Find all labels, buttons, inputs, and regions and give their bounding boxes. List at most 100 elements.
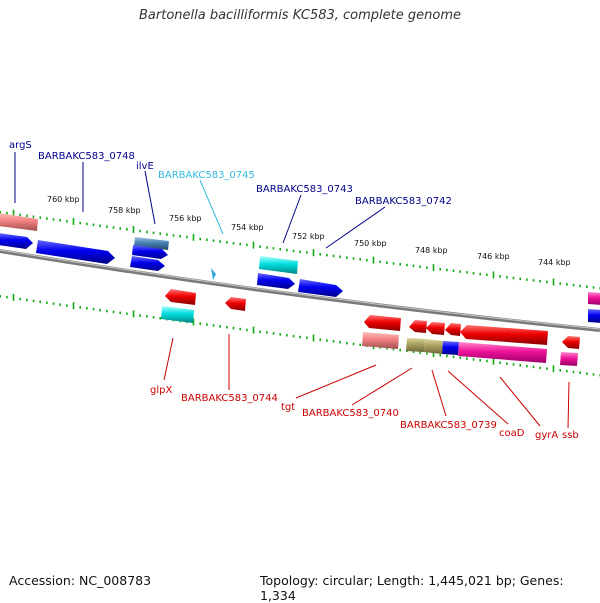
major-tick [432,264,435,272]
minor-tick [439,353,441,357]
gene-label-argS[interactable]: argS [9,140,32,151]
minor-tick [139,229,141,233]
major-tick [372,256,375,264]
gene-ssb[interactable] [562,336,580,349]
minor-tick [386,347,388,350]
minor-tick [319,338,321,341]
gene-label-BARBAKC583-0743[interactable]: BARBAKC583_0743 [256,184,353,195]
minor-tick [86,222,88,226]
gene-BARBAKC583-0742[interactable] [298,279,343,297]
gene-label-glpX[interactable]: glpX [150,385,172,396]
minor-tick [352,257,355,260]
gene-label-ssb[interactable]: ssb [562,430,579,441]
minor-tick [332,340,335,343]
gene-BARBAKC583-0743b[interactable] [257,273,295,289]
minor-tick [66,304,68,307]
minor-tick [592,286,595,289]
minor-tick [546,280,548,284]
gene-BARBAKC583-0739-olive[interactable] [424,339,443,354]
gene-BARBAKC583-0740[interactable] [409,320,427,333]
minor-tick [532,365,535,369]
gene-ssb-magenta[interactable] [560,352,578,366]
minor-tick [279,333,281,336]
major-tick [252,241,255,249]
gene-tgt-lower[interactable] [362,332,399,349]
minor-tick [272,332,275,335]
minor-tick [259,245,261,248]
gene-label-tgt[interactable]: tgt [281,402,295,413]
gene-tgt[interactable] [364,315,401,331]
gene-coaD-blue[interactable] [442,341,459,355]
gene-ssb-forward[interactable] [588,309,600,323]
gene-ilvE-lower[interactable] [130,256,165,271]
major-tick [552,365,555,373]
minor-tick [559,282,561,285]
gene-BARBAKC583-0740-olive[interactable] [406,338,425,352]
gene-BARBAKC583-0745[interactable] [211,268,216,280]
minor-tick [212,239,215,242]
minor-tick [199,322,201,325]
minor-tick [526,364,528,368]
gene-coaD[interactable] [445,323,461,336]
minor-tick [19,297,21,301]
minor-tick [266,246,268,249]
minor-tick [106,309,108,313]
gene-gyrA[interactable] [460,325,548,345]
scale-label: 754 kbp [231,223,264,232]
minor-tick [159,232,161,235]
minor-tick [159,317,161,320]
minor-tick [386,261,388,264]
minor-tick [246,328,248,332]
minor-tick [239,327,241,331]
minor-tick [46,301,48,304]
minor-tick [0,211,1,214]
gene-glpX[interactable] [165,289,196,305]
minor-tick [532,279,535,282]
minor-tick [212,324,215,327]
gene-argS-upper[interactable] [0,213,38,231]
minor-tick [52,302,55,305]
minor-tick [146,230,148,234]
gene-BARBAKC583-0748[interactable] [36,240,115,264]
minor-tick [0,295,1,298]
scale-label: 758 kbp [108,206,141,215]
minor-tick [539,279,541,283]
gene-ilvE[interactable] [132,245,168,259]
genome-title: Bartonella bacilliformis KC583, complete… [139,8,461,23]
gene-ssb-forward-top[interactable] [588,292,600,305]
gene-BARBAKC583-0743[interactable] [259,256,298,274]
gene-label-BARBAKC583-0739[interactable]: BARBAKC583_0739 [400,420,497,431]
minor-tick [232,326,235,330]
minor-tick [326,339,328,342]
gene-gyrA-magenta[interactable] [458,342,547,363]
major-tick [252,326,255,334]
minor-tick [186,235,188,239]
gene-label-BARBAKC583-0745[interactable]: BARBAKC583_0745 [158,170,255,181]
minor-tick [199,237,201,241]
gene-label-gyrA[interactable]: gyrA [535,430,558,441]
gene-BARBAKC583-0739[interactable] [426,322,445,335]
gene-BARBAKC583-0744[interactable] [225,297,246,311]
gene-argS[interactable] [0,233,33,249]
minor-tick [359,258,361,261]
minor-tick [426,352,428,355]
minor-tick [319,253,321,256]
gene-glpX-lower[interactable] [161,306,194,323]
minor-tick [79,306,81,309]
scale-labels: 760 kbp 758 kbp 756 kbp 754 kbp 752 kbp … [47,195,571,267]
gene-label-BARBAKC583-0740[interactable]: BARBAKC583_0740 [302,408,399,419]
gene-label-coaD[interactable]: coaD [499,428,525,439]
gene-label-ilvE[interactable]: ilvE [136,161,154,172]
minor-tick [506,276,508,279]
major-tick [312,249,315,257]
minor-tick [512,363,515,366]
minor-tick [286,334,288,337]
minor-tick [559,369,561,372]
minor-tick [512,276,515,280]
gene-label-BARBAKC583-0744[interactable]: BARBAKC583_0744 [181,393,278,404]
gene-label-BARBAKC583-0748[interactable]: BARBAKC583_0748 [38,151,135,162]
minor-tick [486,359,488,363]
gene-label-BARBAKC583-0742[interactable]: BARBAKC583_0742 [355,196,452,207]
minor-tick [39,216,41,219]
